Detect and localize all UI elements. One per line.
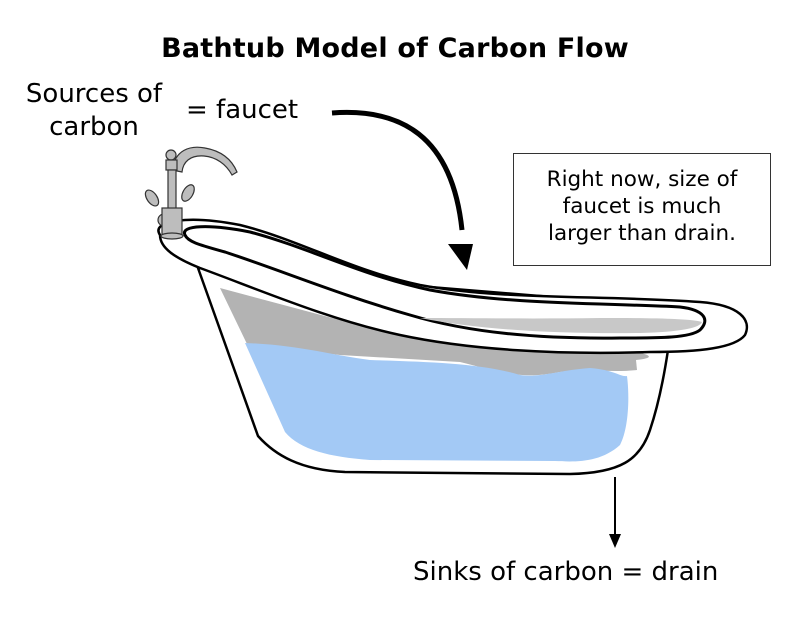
note-line: faucet is much xyxy=(562,194,722,219)
tub-inner-shade xyxy=(420,318,702,334)
note-line: larger than drain. xyxy=(548,221,736,246)
sources-label: Sources of carbon xyxy=(10,78,178,144)
note-box: Right now, size of faucet is much larger… xyxy=(513,153,771,266)
inflow-arrow-head xyxy=(448,244,473,270)
faucet-equation: = faucet xyxy=(186,95,299,125)
sources-label-line1: Sources of xyxy=(25,79,163,109)
diagram-title: Bathtub Model of Carbon Flow xyxy=(161,33,629,64)
faucet-icon xyxy=(144,146,238,240)
note-line: Right now, size of xyxy=(546,167,738,192)
water-fill xyxy=(245,343,629,462)
tub-opening xyxy=(183,225,707,340)
sinks-label: Sinks of carbon = drain xyxy=(413,557,719,587)
drain-arrow-head xyxy=(609,534,621,548)
sources-label-line2: carbon xyxy=(49,112,139,142)
inflow-arrow-path xyxy=(331,109,465,231)
